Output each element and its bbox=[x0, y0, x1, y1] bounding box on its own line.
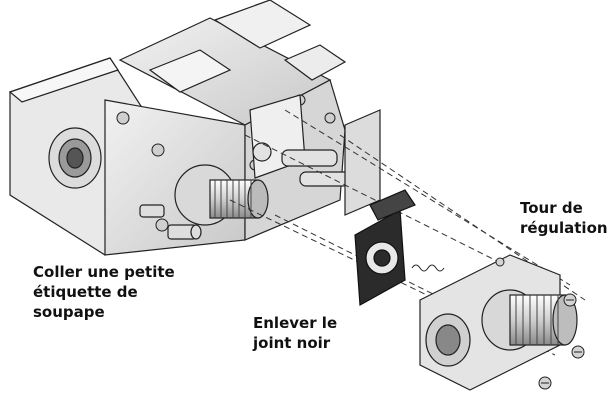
label-tour-de-regulation: Tour de régulation bbox=[520, 198, 608, 238]
label-line: joint noir bbox=[253, 334, 331, 352]
label-line: régulation bbox=[520, 219, 608, 237]
screws bbox=[495, 257, 585, 390]
label-line: soupape bbox=[33, 303, 105, 321]
internal-parts bbox=[249, 94, 381, 216]
label-line: Coller une petite bbox=[33, 263, 175, 281]
body-fittings bbox=[139, 204, 202, 240]
inlet-port bbox=[48, 127, 102, 189]
spring bbox=[411, 264, 445, 272]
label-enlever-joint: Enlever le joint noir bbox=[253, 313, 337, 353]
regulator-turret bbox=[419, 254, 578, 391]
black-gasket bbox=[354, 189, 416, 306]
body-adjustment-knob bbox=[174, 164, 269, 226]
label-line: Enlever le bbox=[253, 314, 338, 332]
label-line: étiquette de bbox=[33, 283, 138, 301]
label-line: Tour de bbox=[520, 199, 583, 217]
label-coller-etiquette: Coller une petite étiquette de soupape bbox=[33, 262, 175, 322]
